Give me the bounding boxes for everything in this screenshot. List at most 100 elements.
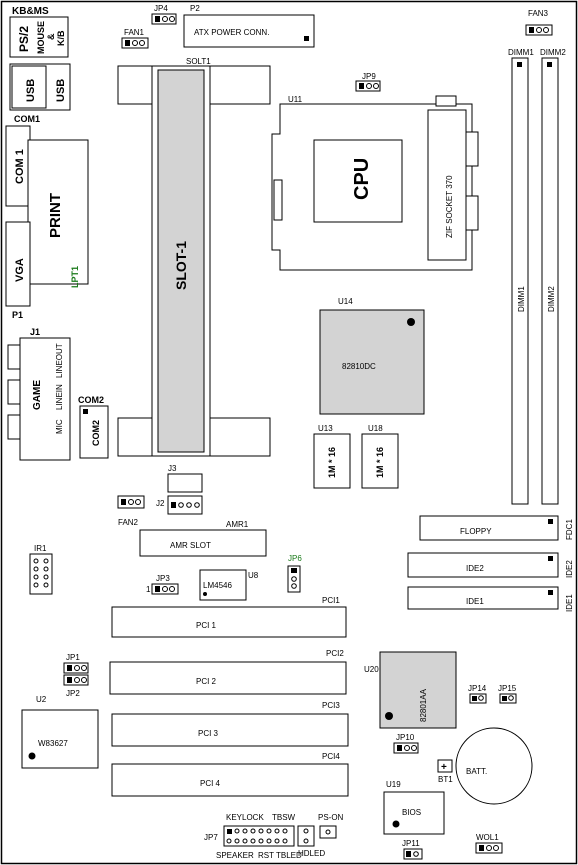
j2-pin-2 (178, 502, 184, 508)
jp3-pin1-label: 1 (146, 585, 151, 594)
com2-pin (83, 409, 88, 414)
front-panel-pin-4 (250, 828, 256, 834)
dimm2-slot (541, 57, 559, 505)
battery (455, 727, 533, 805)
battery-plus-box (437, 759, 453, 773)
jp4-label: JP4 (154, 4, 168, 13)
fan1-label: FAN1 (124, 28, 145, 37)
atx-power-connector (183, 14, 315, 48)
pci3-slot (111, 713, 349, 747)
print-connector (27, 139, 89, 285)
j2-pin-4 (194, 502, 200, 508)
jp11-label: JP11 (402, 839, 420, 848)
fan2-pin-2 (128, 499, 134, 505)
jp3-pin-1 (155, 586, 160, 592)
chip-lm4546 (199, 569, 247, 601)
fan3-pin-2 (536, 27, 542, 33)
jp4-pin-1 (155, 16, 160, 22)
u20-label: U20 (364, 665, 379, 674)
pci3-label: PCI 3 (198, 729, 219, 738)
chip-bios-label: BIOS (402, 808, 421, 817)
hdled-pin-1 (303, 828, 309, 834)
jp15-label: JP15 (498, 684, 517, 693)
mem-chip-u13 (313, 433, 351, 489)
jp3-label: JP3 (156, 574, 170, 583)
j2-header (167, 495, 203, 515)
hdled-label: HDLED (298, 849, 325, 858)
jp7-label: JP7 (204, 833, 218, 842)
p2-label: P2 (190, 4, 200, 13)
fan2-pin-1 (121, 499, 126, 505)
jp14-pin-2 (478, 695, 484, 701)
dimm2-top-label: DIMM2 (540, 48, 566, 57)
pci2-header-label: PCI2 (326, 649, 344, 658)
j3-label: J3 (168, 464, 177, 473)
dimm1-pin1 (517, 62, 522, 67)
ir1-pin-5 (33, 574, 39, 580)
jp14-label: JP14 (468, 684, 487, 693)
pci4-slot (111, 763, 349, 797)
print-label: PRINT (47, 193, 64, 238)
dimm2-pin1 (547, 62, 552, 67)
audio-jack-2 (7, 379, 21, 405)
jp15-jumper (499, 693, 517, 704)
chip-bios (383, 791, 445, 835)
floppy-label: FLOPPY (460, 527, 492, 536)
cpu-socket-tab-2 (465, 195, 479, 231)
kb-label: K/B (56, 30, 66, 46)
jp10-label: JP10 (396, 733, 415, 742)
jp11-pin-2 (413, 851, 419, 857)
jp2-label: JP2 (66, 689, 80, 698)
usb-port-1 (11, 65, 47, 109)
zif-socket-label: ZIF SOCKET 370 (445, 175, 454, 238)
ide1-side-label: IDE1 (565, 594, 574, 612)
cpu-die-area (313, 139, 403, 223)
audio-jack-3 (7, 414, 21, 440)
hdled-header (297, 825, 315, 847)
slot1-label: SLOT-1 (173, 241, 189, 290)
wol1-pin-1 (479, 845, 484, 851)
ps2-connector (9, 16, 69, 58)
u13-label: U13 (318, 424, 333, 433)
keylock-label: KEYLOCK (226, 813, 264, 822)
lineout-label: LINEOUT (55, 343, 64, 378)
chip-82810dc (319, 309, 425, 415)
front-panel-pin-7 (274, 828, 280, 834)
pci1-header-label: PCI1 (322, 596, 340, 605)
jp4-pin-2 (162, 16, 168, 22)
jp1-pin-1 (67, 665, 72, 671)
ide1-connector (407, 586, 559, 610)
ir1-label: IR1 (34, 544, 47, 553)
pci1-label: PCI 1 (196, 621, 217, 630)
jp2-pin-2 (74, 677, 80, 683)
jp1-label: JP1 (66, 653, 80, 662)
amr-slot (139, 529, 267, 557)
front-panel-pin-5 (258, 828, 264, 834)
chip-lm4546-label: LM4546 (203, 581, 232, 590)
jp9-pin-2 (366, 83, 372, 89)
wol1-label: WOL1 (476, 833, 499, 842)
u8-label: U8 (248, 571, 259, 580)
j1-label: J1 (30, 327, 40, 337)
front-panel-pin-13 (258, 838, 264, 844)
front-panel-pin-15 (274, 838, 280, 844)
usb-label-1: USB (25, 79, 37, 102)
mem-chip-u13-label: 1M * 16 (327, 447, 337, 478)
front-panel-pin-10 (234, 838, 240, 844)
jp10-pin-3 (411, 745, 417, 751)
jp1-pin-2 (74, 665, 80, 671)
battery-label: BATT. (466, 767, 487, 776)
dimm1-slot (511, 57, 529, 505)
jp2-pin-3 (81, 677, 87, 683)
solt1-label: SOLT1 (186, 57, 211, 66)
jp11-pin-1 (406, 851, 411, 857)
pci1-slot (111, 606, 347, 638)
com1-connector (5, 125, 31, 207)
j2-label: J2 (156, 499, 165, 508)
linein-label: LINEIN (55, 384, 64, 410)
jp9-pin-1 (359, 83, 364, 89)
chip-82810dc-label: 82810DC (342, 362, 376, 371)
atx-power-label: ATX POWER CONN. (194, 28, 269, 37)
front-panel-pin-2 (234, 828, 240, 834)
